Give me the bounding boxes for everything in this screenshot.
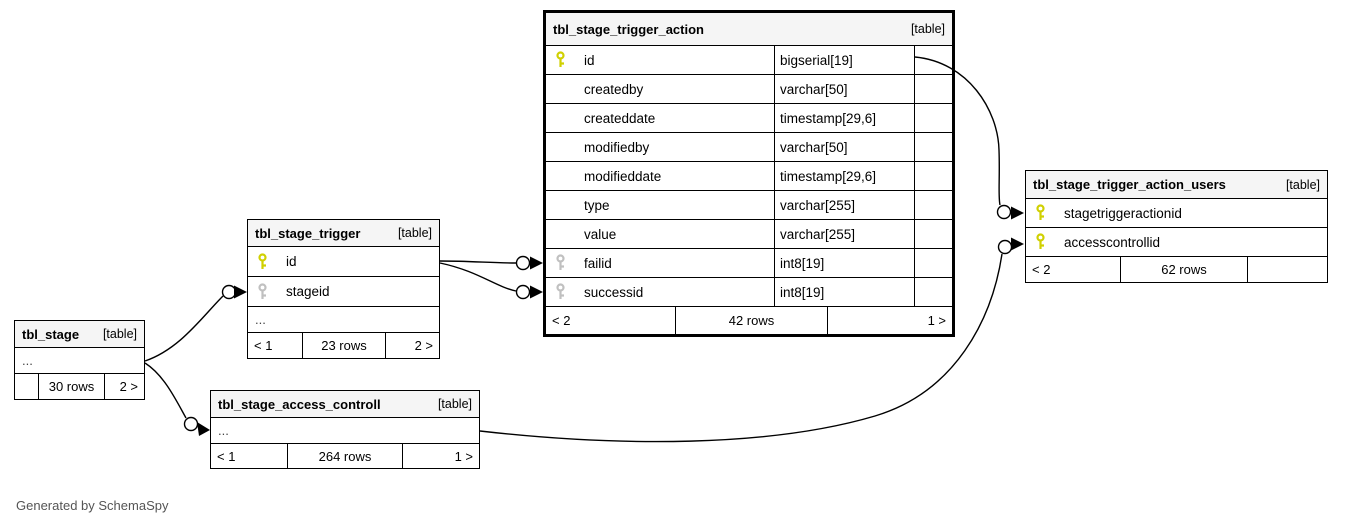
column-name: id bbox=[546, 46, 775, 74]
column-type: timestamp[29,6] bbox=[775, 162, 915, 190]
table-footer: < 2 62 rows bbox=[1026, 257, 1327, 282]
column-type: varchar[255] bbox=[775, 220, 915, 248]
table-name[interactable]: tbl_stage_trigger bbox=[255, 225, 361, 241]
rel-trigger-id-to-action-failid bbox=[439, 255, 543, 271]
footer-row-count: 23 rows bbox=[303, 333, 386, 358]
column-row-createddate: createddate timestamp[29,6] bbox=[546, 104, 952, 133]
column-spacer bbox=[915, 75, 952, 103]
table-footer: < 2 42 rows 1 > bbox=[546, 307, 952, 334]
column-row-accesscontrollid: accesscontrollid bbox=[1026, 228, 1327, 257]
column-spacer bbox=[915, 133, 952, 161]
column-row-stagetriggeractionid: stagetriggeractionid bbox=[1026, 199, 1327, 228]
column-name: successid bbox=[546, 278, 775, 306]
column-type: varchar[255] bbox=[775, 191, 915, 219]
column-row-failid: failid int8[19] bbox=[546, 249, 952, 278]
footer-next-count: 2 > bbox=[119, 379, 138, 394]
table-name[interactable]: tbl_stage_access_controll bbox=[218, 396, 381, 412]
table-name[interactable]: tbl_stage bbox=[22, 326, 80, 342]
table-name[interactable]: tbl_stage_trigger_action bbox=[553, 21, 704, 37]
column-row-modifieddate: modifieddate timestamp[29,6] bbox=[546, 162, 952, 191]
column-name: createddate bbox=[546, 104, 775, 132]
foreign-key-icon bbox=[556, 283, 565, 299]
column-row-id: id bbox=[248, 247, 439, 277]
table-footer: < 1 264 rows 1 > bbox=[211, 444, 479, 468]
footer-next-count: 1 > bbox=[454, 448, 473, 464]
table-badge: [table] bbox=[102, 327, 137, 341]
hidden-columns-ellipsis: ... bbox=[211, 418, 479, 444]
table-tbl_stage[interactable]: tbl_stage [table] ... 30 rows 2 > bbox=[14, 320, 145, 400]
hidden-columns-ellipsis: ... bbox=[15, 348, 144, 374]
column-spacer bbox=[915, 278, 952, 306]
column-name: id bbox=[286, 254, 297, 269]
hidden-columns-ellipsis: ... bbox=[248, 307, 439, 333]
footer-prev-count: < 1 bbox=[248, 333, 303, 358]
table-tbl_stage_access_controll[interactable]: tbl_stage_access_controll [table] ... < … bbox=[210, 390, 480, 469]
column-row-type: type varchar[255] bbox=[546, 191, 952, 220]
table-header[interactable]: tbl_stage_trigger [table] bbox=[248, 220, 439, 247]
column-type: int8[19] bbox=[775, 278, 915, 306]
rel-stage-to-access-controll bbox=[144, 362, 210, 436]
primary-key-icon bbox=[556, 51, 565, 67]
column-row-value: value varchar[255] bbox=[546, 220, 952, 249]
column-row-id: id bigserial[19] bbox=[546, 46, 952, 75]
column-name: stageid bbox=[286, 284, 330, 299]
footer-row-count: 62 rows bbox=[1121, 257, 1248, 282]
column-name: failid bbox=[546, 249, 775, 277]
rel-stage-to-trigger-stageid bbox=[144, 284, 247, 362]
column-spacer bbox=[915, 220, 952, 248]
table-name[interactable]: tbl_stage_trigger_action_users bbox=[1033, 177, 1226, 192]
rel-trigger-id-to-action-successid bbox=[439, 262, 543, 300]
footer-prev-count bbox=[15, 374, 39, 399]
table-badge: [table] bbox=[910, 22, 945, 36]
footer-row-count: 42 rows bbox=[676, 307, 828, 334]
column-name: value bbox=[546, 220, 775, 248]
primary-key-icon bbox=[1036, 204, 1045, 220]
column-spacer bbox=[915, 104, 952, 132]
column-row-createdby: createdby varchar[50] bbox=[546, 75, 952, 104]
column-spacer bbox=[915, 249, 952, 277]
table-header[interactable]: tbl_stage_trigger_action_users [table] bbox=[1026, 171, 1327, 199]
column-spacer bbox=[915, 162, 952, 190]
column-row-stageid: stageid bbox=[248, 277, 439, 307]
footer-next-count: 2 > bbox=[414, 338, 433, 353]
table-tbl_stage_trigger[interactable]: tbl_stage_trigger [table] id stageid ...… bbox=[247, 219, 440, 359]
table-badge: [table] bbox=[437, 397, 472, 411]
column-row-successid: successid int8[19] bbox=[546, 278, 952, 307]
footer-prev-count: < 2 bbox=[1026, 257, 1121, 282]
footer-next-count bbox=[1248, 257, 1327, 282]
column-type: varchar[50] bbox=[775, 75, 915, 103]
table-tbl_stage_trigger_action[interactable]: tbl_stage_trigger_action [table] id bigs… bbox=[543, 10, 955, 337]
table-header[interactable]: tbl_stage_trigger_action [table] bbox=[546, 13, 952, 46]
column-type: varchar[50] bbox=[775, 133, 915, 161]
footer-prev-count: < 2 bbox=[546, 307, 676, 334]
column-spacer bbox=[915, 191, 952, 219]
column-name: accesscontrollid bbox=[1064, 234, 1161, 250]
foreign-key-icon bbox=[258, 282, 267, 299]
footer-next-count: 1 > bbox=[927, 313, 946, 328]
column-name: type bbox=[546, 191, 775, 219]
table-badge: [table] bbox=[397, 226, 432, 240]
primary-key-icon bbox=[258, 252, 267, 269]
primary-key-icon bbox=[1036, 233, 1045, 249]
column-name: modifiedby bbox=[546, 133, 775, 161]
table-footer: < 1 23 rows 2 > bbox=[248, 333, 439, 358]
column-name: modifieddate bbox=[546, 162, 775, 190]
table-header[interactable]: tbl_stage_access_controll [table] bbox=[211, 391, 479, 418]
table-footer: 30 rows 2 > bbox=[15, 374, 144, 399]
table-tbl_stage_trigger_action_users[interactable]: tbl_stage_trigger_action_users [table] s… bbox=[1025, 170, 1328, 283]
footer-row-count: 264 rows bbox=[288, 444, 403, 468]
column-type: bigserial[19] bbox=[775, 46, 915, 74]
column-spacer bbox=[915, 46, 952, 74]
column-type: int8[19] bbox=[775, 249, 915, 277]
schemaspy-credit: Generated by SchemaSpy bbox=[16, 498, 169, 513]
footer-prev-count: < 1 bbox=[211, 444, 288, 468]
table-header[interactable]: tbl_stage [table] bbox=[15, 321, 144, 348]
column-name: createdby bbox=[546, 75, 775, 103]
table-badge: [table] bbox=[1285, 177, 1320, 192]
column-name: stagetriggeractionid bbox=[1064, 205, 1182, 221]
column-row-modifiedby: modifiedby varchar[50] bbox=[546, 133, 952, 162]
foreign-key-icon bbox=[556, 254, 565, 270]
footer-row-count: 30 rows bbox=[39, 374, 105, 399]
column-type: timestamp[29,6] bbox=[775, 104, 915, 132]
